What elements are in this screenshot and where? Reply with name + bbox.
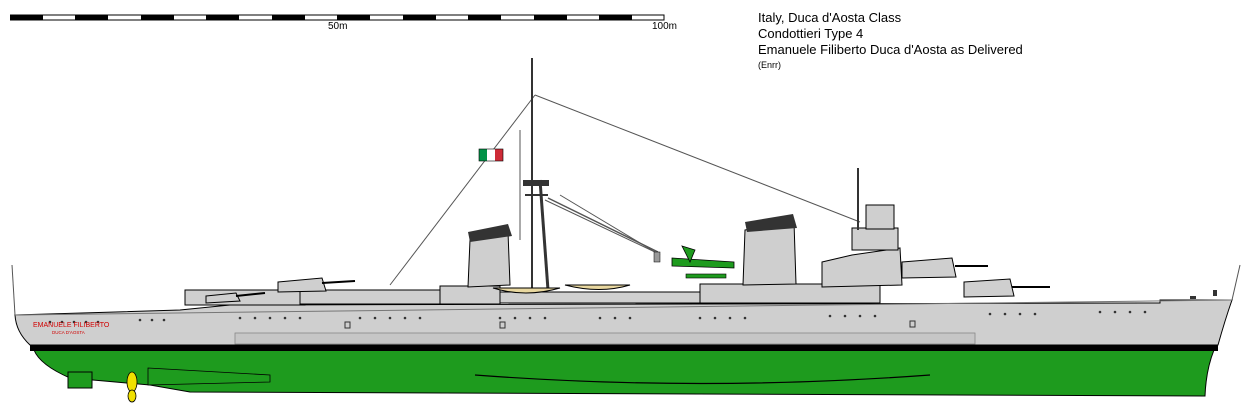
portholes xyxy=(48,310,1147,324)
catapult-deck xyxy=(499,291,701,304)
seaplane xyxy=(671,245,735,279)
rudder xyxy=(67,371,93,389)
funnel-aft xyxy=(467,224,512,288)
hull-subname: DUCA D'AOSTA xyxy=(52,330,85,335)
underwater-hull xyxy=(33,349,1215,397)
turret-aft-upper xyxy=(277,277,356,293)
scale-bar-graphic xyxy=(9,14,665,21)
deckhouse-mid xyxy=(439,285,501,305)
boot-topping xyxy=(30,345,1218,351)
hull-name: EMANUELE FILIBERTO xyxy=(33,322,110,329)
bilge-keel xyxy=(474,374,931,385)
anchors xyxy=(1190,290,1217,299)
scale-label-50: 50m xyxy=(328,21,348,32)
scale-bar-segments xyxy=(10,15,632,20)
boats xyxy=(492,284,631,294)
turret-fwd-lower xyxy=(963,278,1050,298)
caption-ship-state: Emanuele Filiberto Duca d'Aosta as Deliv… xyxy=(758,42,1023,57)
ensign-flag xyxy=(478,148,504,162)
scale-bar: 50m 100m xyxy=(9,12,677,32)
hull-hatches xyxy=(344,320,916,329)
rigging xyxy=(11,94,1241,316)
funnel-fwd xyxy=(742,214,797,286)
scale-label-100: 100m xyxy=(652,21,678,32)
caption-type: Condottieri Type 4 xyxy=(758,26,864,41)
turret-fwd-upper xyxy=(901,257,988,279)
main-mast xyxy=(523,58,550,292)
deck-line xyxy=(14,299,1233,316)
bridge-tower xyxy=(821,168,903,288)
armour-belt xyxy=(234,332,976,345)
crane xyxy=(547,197,661,263)
caption-country-class: Italy, Duca d'Aosta Class xyxy=(758,10,902,25)
skeg xyxy=(147,367,271,386)
deckhouse-main xyxy=(299,289,451,305)
deckhouse-fwd xyxy=(699,283,881,304)
propeller xyxy=(126,371,138,403)
turret-aft-lower xyxy=(205,292,266,304)
caption-credit: (Enrr) xyxy=(758,60,781,70)
drawing-caption: Italy, Duca d'Aosta Class Condottieri Ty… xyxy=(758,10,1023,72)
